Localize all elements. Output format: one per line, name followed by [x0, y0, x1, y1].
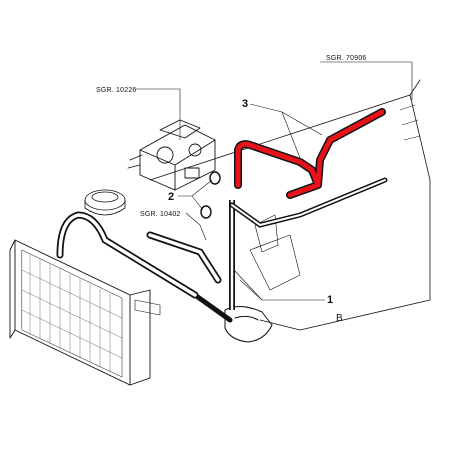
- thermostat-housing: [224, 306, 273, 343]
- air-filter: [84, 189, 126, 216]
- callout-1: 1: [327, 294, 333, 306]
- highlighted-hose-part-3: [234, 108, 386, 199]
- hose-bypass: [146, 231, 222, 284]
- carburettor: [127, 119, 216, 191]
- hose-radiator-lower: [192, 292, 233, 323]
- hose-heater-return: [229, 177, 388, 228]
- ref-sgr-10402: SGR. 10402: [140, 211, 181, 218]
- callout-3: 3: [242, 98, 248, 110]
- leader-lines: [135, 61, 413, 301]
- engine-bay-outline: [149, 79, 431, 331]
- ref-sgr-70906: SGR. 70906: [326, 55, 367, 62]
- ref-sgr-10226: SGR. 10226: [96, 87, 137, 94]
- callout-b: B: [336, 313, 343, 324]
- hose-radiator-upper: [56, 211, 199, 299]
- hose-clamps: [200, 171, 221, 219]
- radiator: [9, 239, 161, 386]
- callout-2: 2: [168, 191, 174, 203]
